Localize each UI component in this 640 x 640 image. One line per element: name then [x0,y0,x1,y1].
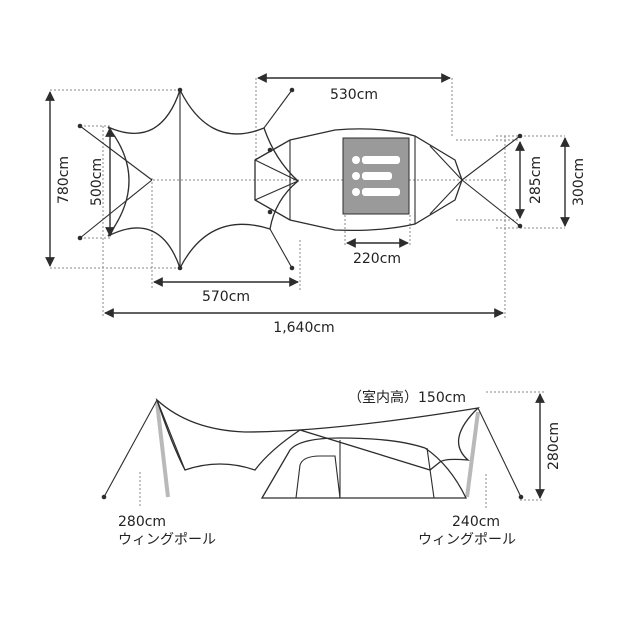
left-pole-length: 280cm [118,514,166,530]
sleeping-people-icons [352,156,400,196]
dim-label-530: 530cm [330,87,378,103]
dim-label-1640: 1,640cm [273,320,334,336]
tarp-side-outline [155,397,480,471]
tarp-outline [107,88,299,270]
tent-vestibule-lines [254,135,521,227]
wing-pole-left [155,401,170,498]
dim-label-500: 500cm [89,158,105,206]
person-sleeping-icon [352,156,400,164]
top-view: 530cm 780cm 500cm 285cm 300cm 220cm 570c… [45,73,587,336]
wing-pole-right [465,411,480,498]
right-pole-name: ウィングポール [418,532,516,548]
stake-points [77,87,523,271]
dim-label-285: 285cm [528,156,544,204]
tent-door-lines [295,440,435,499]
dim-label-780: 780cm [56,156,72,204]
dim-label-570: 570cm [202,289,250,305]
tarp-guylines [79,89,293,269]
person-sleeping-icon [352,172,392,180]
side-dotted-lines [139,391,544,508]
tent-body-side-outline [260,437,468,499]
side-guylines [103,399,522,498]
dim-label-300: 300cm [571,158,587,206]
dim-label-220: 220cm [353,251,401,267]
side-view: （室内高）150cm 280cm 280cm ウィングポール 240cm ウィン… [101,389,562,548]
person-sleeping-icon [352,188,400,196]
dimension-arrows [45,73,570,318]
right-pole-length: 240cm [452,514,500,530]
left-pole-name: ウィングポール [118,532,216,548]
dim-label-280-height: 280cm [546,422,562,470]
inner-height-label: （室内高）150cm [348,389,466,406]
side-stake-points [101,494,524,500]
dotted-reference-lines [50,78,565,318]
